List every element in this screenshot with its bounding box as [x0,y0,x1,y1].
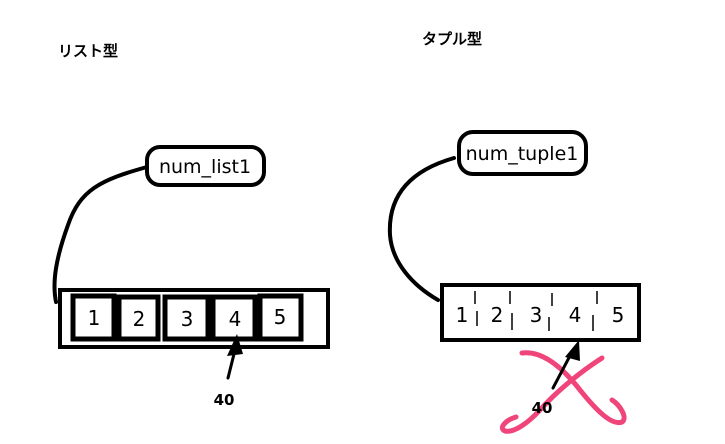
tuple-new-value: 40 [532,399,553,417]
list-cell-5: 5 [257,293,304,342]
list-cell-value: 3 [181,307,194,331]
tuple-dividers [474,291,598,331]
tuple-element: 3 [530,303,543,327]
tuple-section-title: タプル型 [422,30,482,48]
list-cell-3: 3 [162,294,211,342]
cross-mark [499,350,627,434]
list-section: リスト型 num_list1 1 2 3 4 5 [52,42,330,409]
list-replace-arrow [226,334,243,380]
list-cell-value: 4 [229,307,242,331]
tuple-element: 1 [456,303,469,327]
list-cell-1: 1 [70,293,117,342]
list-cell-value: 1 [88,306,101,330]
tuple-reference-arrow [387,156,456,302]
list-cell-value: 5 [274,305,287,329]
list-cell-4: 4 [210,294,258,342]
tuple-variable-name: num_tuple1 [466,143,579,165]
tuple-variable-bubble [457,130,588,176]
list-cell-value: 2 [133,307,146,331]
list-new-value: 40 [214,391,235,409]
tuple-element: 4 [569,303,582,327]
list-variable-name: num_list1 [159,156,251,178]
list-section-title: リスト型 [58,42,118,60]
tuple-container [440,283,641,342]
tuple-section: タプル型 num_tuple1 1 2 3 4 5 [387,30,641,434]
tuple-element: 2 [491,303,504,327]
list-reference-arrow [52,165,149,304]
tuple-element: 5 [612,303,625,327]
list-cell-2: 2 [116,294,161,342]
tuple-replace-arrow [551,340,580,390]
